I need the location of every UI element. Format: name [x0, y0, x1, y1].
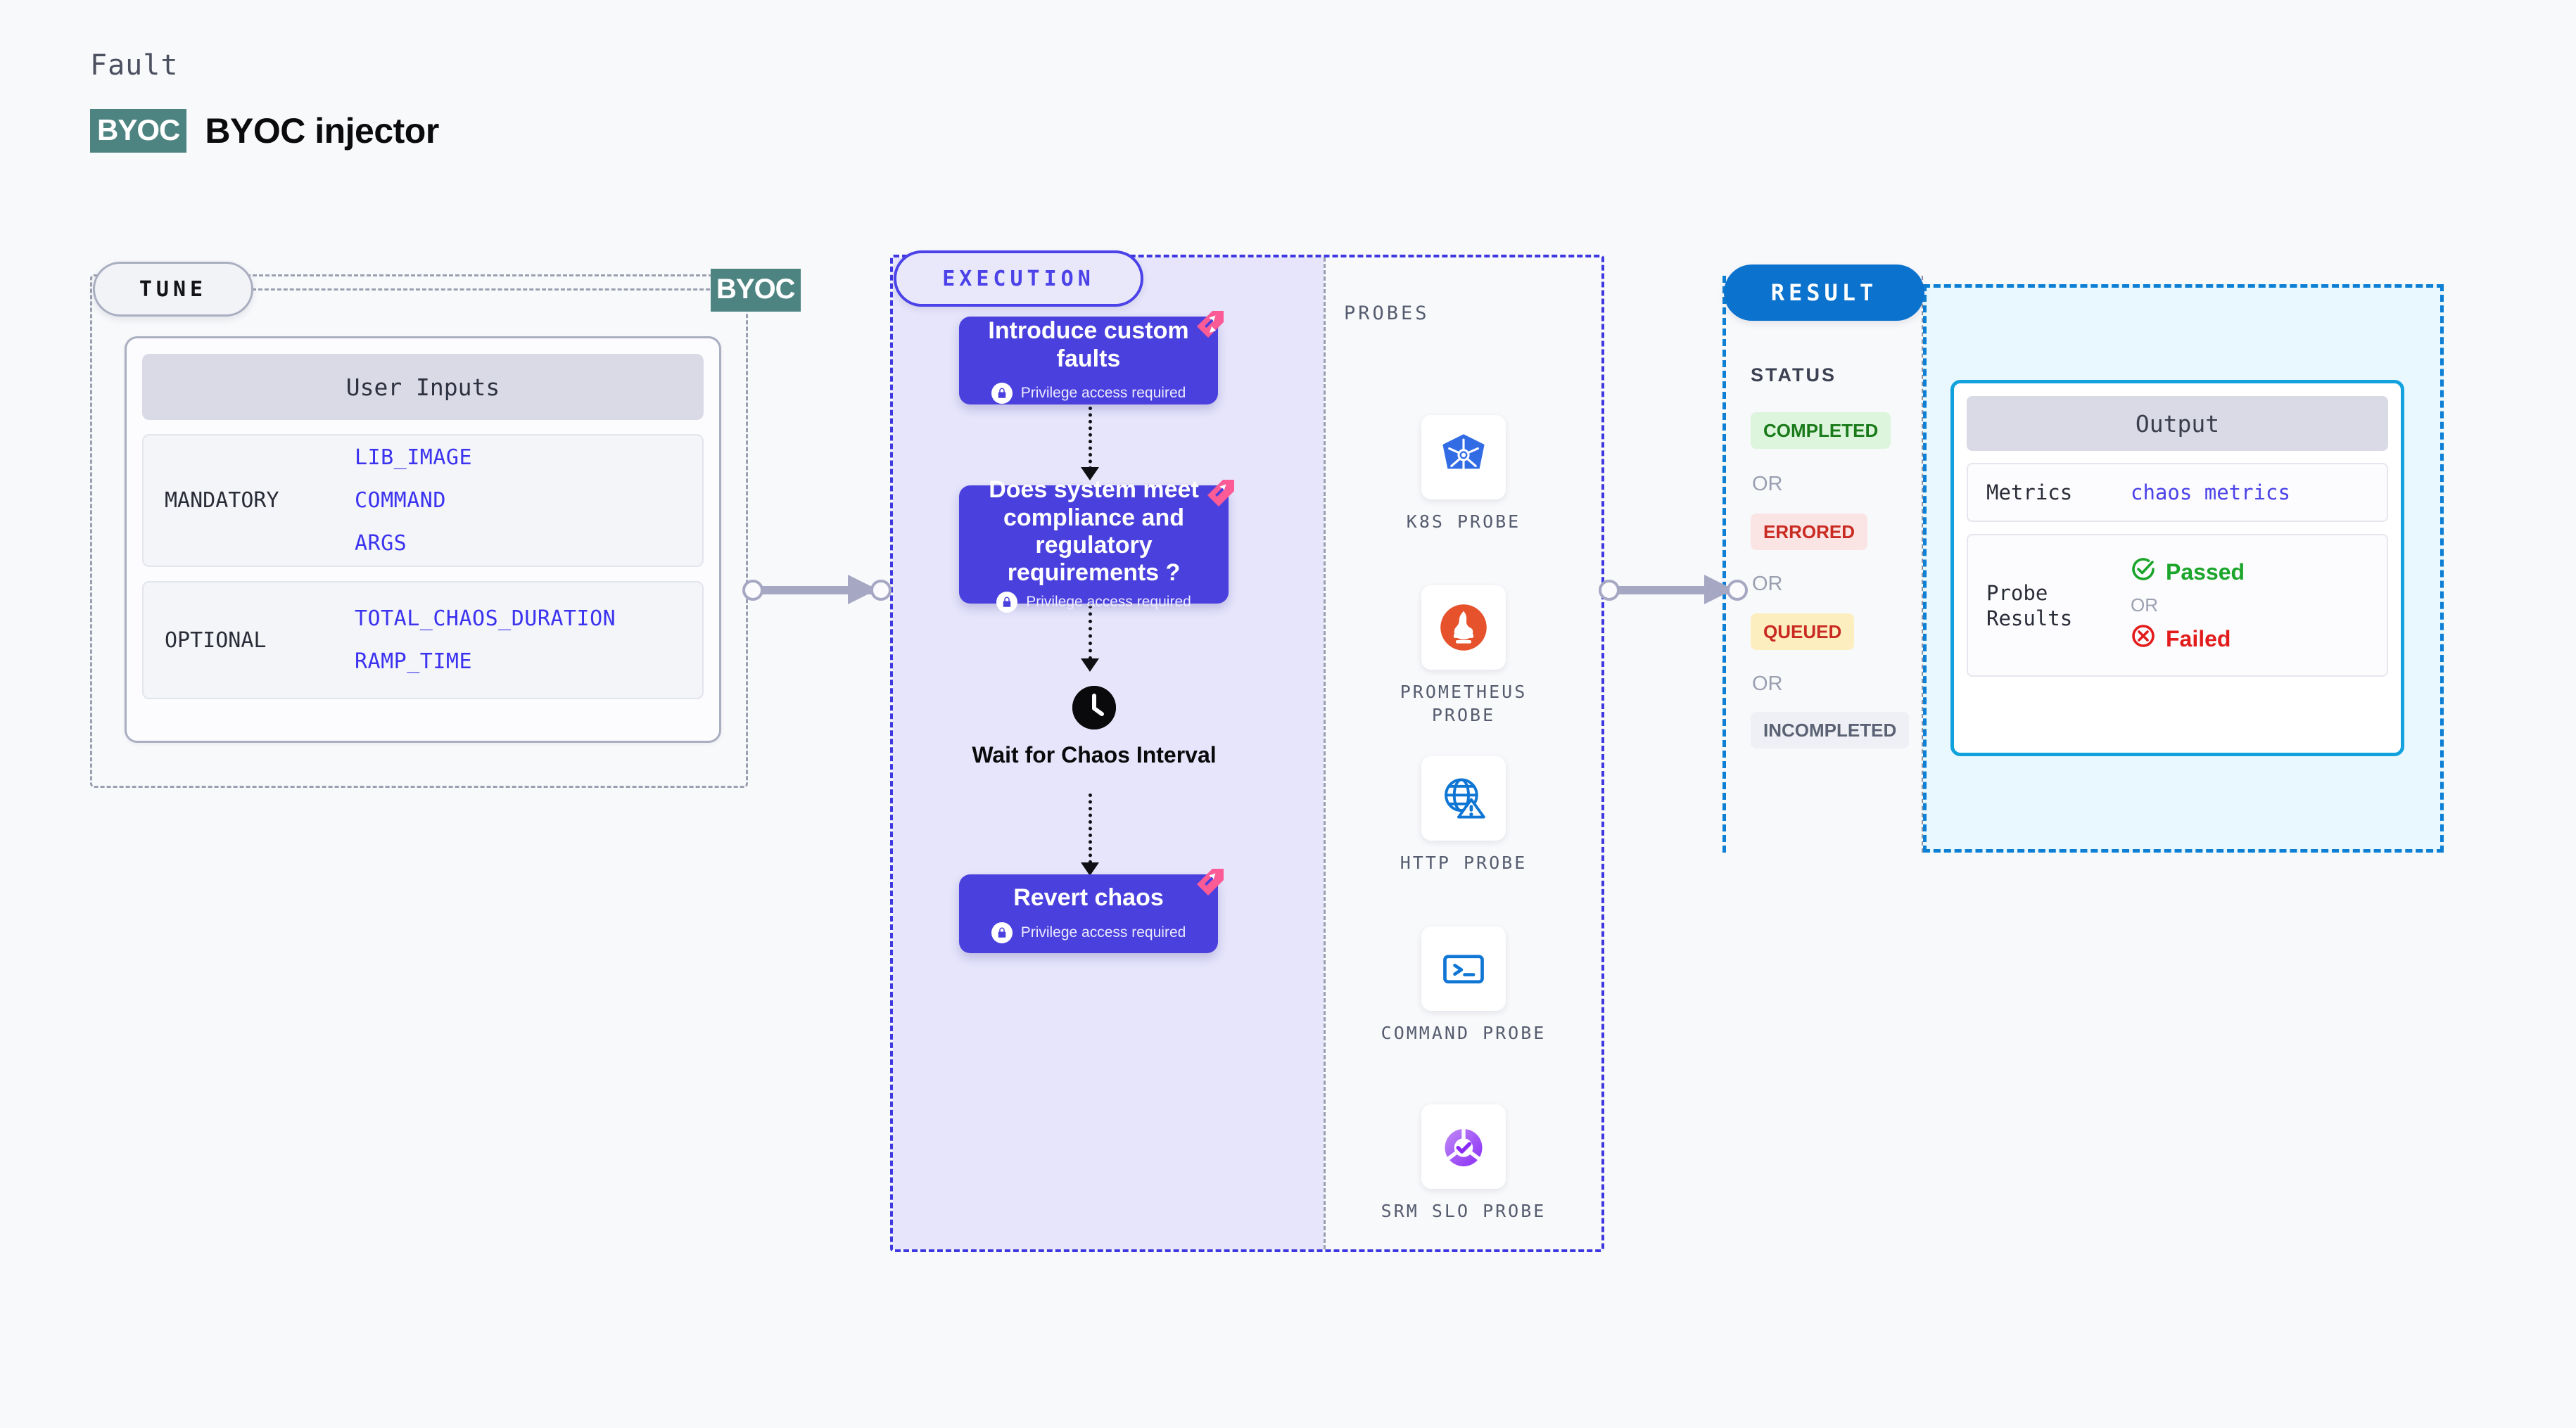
probe-result-passed: Passed — [2131, 556, 2245, 587]
flow-connector-3 — [1089, 793, 1092, 864]
lock-icon — [991, 922, 1013, 943]
privilege-note: Privilege access required — [991, 922, 1186, 943]
probe-label: HTTP PROBE — [1400, 853, 1528, 873]
status-title: STATUS — [1751, 364, 1836, 385]
status-or-3: OR — [1752, 672, 1783, 695]
privilege-note-text: Privilege access required — [1020, 924, 1186, 941]
tune-pill: TUNE — [93, 262, 253, 317]
clock-icon — [1072, 686, 1116, 729]
globe-warning-icon — [1421, 756, 1506, 841]
execution-block-title: Introduce custom faults — [988, 317, 1189, 372]
probe-item-srm-slo[interactable]: SRM SLO PROBE — [1372, 1104, 1555, 1223]
probe-item-command[interactable]: COMMAND PROBE — [1372, 926, 1555, 1045]
wait-step-label: Wait for Chaos Interval — [972, 742, 1217, 767]
flow-arrowhead-3 — [1081, 862, 1099, 876]
byoc-tag: BYOC — [711, 269, 801, 312]
execution-block-revert-chaos[interactable]: Revert chaos Privilege access required — [959, 869, 1224, 953]
check-circle-icon — [2131, 556, 2156, 587]
arrow-execution-to-result — [1599, 575, 1748, 604]
param-ramp-time[interactable]: RAMP_TIME — [355, 649, 473, 674]
privilege-note-text: Privilege access required — [1026, 593, 1191, 610]
prometheus-icon — [1421, 585, 1506, 670]
status-or-2: OR — [1752, 573, 1783, 595]
tune-section-boundary — [90, 274, 748, 788]
lock-icon — [991, 382, 1013, 404]
kubernetes-icon — [1421, 415, 1506, 499]
probe-item-http[interactable]: HTTP PROBE — [1372, 756, 1555, 875]
param-total-chaos-duration[interactable]: TOTAL_CHAOS_DURATION — [355, 606, 616, 631]
param-command[interactable]: COMMAND — [355, 488, 446, 513]
execution-pill: EXECUTION — [894, 250, 1143, 307]
result-status-boundary — [1722, 276, 1923, 853]
passed-label: Passed — [2166, 559, 2245, 585]
probe-result-or: OR — [2131, 594, 2158, 616]
user-inputs-title: User Inputs — [142, 354, 704, 420]
status-badge-errored: ERRORED — [1751, 514, 1868, 550]
harness-ribbon-icon — [1187, 863, 1228, 904]
output-probe-results-row: Probe Results Passed OR — [1967, 534, 2388, 677]
output-card: Output Metrics chaos metrics Probe Resul… — [1950, 380, 2404, 756]
probe-item-k8s[interactable]: K8S PROBE — [1372, 415, 1555, 534]
param-lib-image[interactable]: LIB_IMAGE — [355, 445, 473, 470]
harness-ribbon-icon — [1187, 305, 1228, 346]
mandatory-label: MANDATORY — [165, 488, 279, 513]
tune-byoc-connector — [252, 288, 716, 291]
probe-results-values: Passed OR Failed — [2131, 556, 2245, 654]
execution-block-compliance-check[interactable]: Does system meet compliance and regulato… — [959, 476, 1234, 613]
page-title: BYOC injector — [205, 111, 439, 151]
failed-label: Failed — [2166, 625, 2231, 651]
probe-label: COMMAND PROBE — [1381, 1023, 1547, 1043]
execution-probes-divider — [1324, 257, 1326, 1249]
user-inputs-card: User Inputs MANDATORY LIB_IMAGE COMMAND … — [125, 336, 721, 743]
execution-block-title: Does system meet compliance and regulato… — [989, 476, 1199, 587]
byoc-badge: BYOC — [90, 109, 187, 153]
flow-connector-2 — [1089, 605, 1092, 660]
arrow-tune-to-execution — [742, 575, 892, 604]
flow-connector-1 — [1089, 407, 1092, 470]
privilege-note: Privilege access required — [996, 591, 1191, 613]
mandatory-params-group: MANDATORY LIB_IMAGE COMMAND ARGS — [142, 434, 704, 567]
srm-slo-icon — [1421, 1104, 1506, 1189]
probe-result-failed: Failed — [2131, 623, 2245, 654]
param-args[interactable]: ARGS — [355, 531, 407, 556]
status-or-1: OR — [1752, 473, 1783, 495]
probe-item-prometheus[interactable]: PROMETHEUS PROBE — [1372, 585, 1555, 727]
status-badge-completed: COMPLETED — [1751, 412, 1891, 449]
probe-results-key: Probe Results — [1986, 580, 2073, 630]
probe-label: K8S PROBE — [1406, 511, 1521, 532]
execution-column-bg — [893, 257, 1324, 1249]
lock-icon — [996, 591, 1018, 613]
execution-section-boundary — [890, 255, 1604, 1252]
execution-block-title: Revert chaos — [1013, 884, 1164, 912]
privilege-note-text: Privilege access required — [1020, 384, 1186, 401]
flow-arrowhead-2 — [1081, 658, 1099, 672]
x-circle-icon — [2131, 623, 2156, 654]
optional-label: OPTIONAL — [165, 627, 267, 653]
optional-params-group: OPTIONAL TOTAL_CHAOS_DURATION RAMP_TIME — [142, 581, 704, 699]
result-pill: RESULT — [1724, 264, 1924, 321]
execution-block-introduce-faults[interactable]: Introduce custom faults Privilege access… — [959, 311, 1224, 404]
page-eyebrow: Fault — [90, 49, 179, 82]
optional-values: TOTAL_CHAOS_DURATION RAMP_TIME — [355, 606, 616, 674]
probe-label: PROMETHEUS PROBE — [1400, 682, 1528, 725]
status-badge-incompleted: INCOMPLETED — [1751, 712, 1910, 748]
terminal-icon — [1421, 926, 1506, 1011]
mandatory-values: LIB_IMAGE COMMAND ARGS — [355, 445, 472, 556]
harness-ribbon-icon — [1198, 474, 1238, 515]
privilege-note: Privilege access required — [991, 382, 1186, 404]
probe-label: SRM SLO PROBE — [1381, 1201, 1547, 1221]
probes-title: PROBES — [1344, 302, 1430, 324]
flow-arrowhead-1 — [1081, 467, 1099, 480]
metrics-key: Metrics — [1986, 480, 2073, 504]
output-metrics-row: Metrics chaos metrics — [1967, 463, 2388, 523]
metrics-value[interactable]: chaos metrics — [2131, 480, 2290, 505]
page-title-row: BYOC BYOC injector — [90, 109, 439, 153]
output-title: Output — [1967, 396, 2388, 451]
status-badge-queued: QUEUED — [1751, 613, 1855, 650]
